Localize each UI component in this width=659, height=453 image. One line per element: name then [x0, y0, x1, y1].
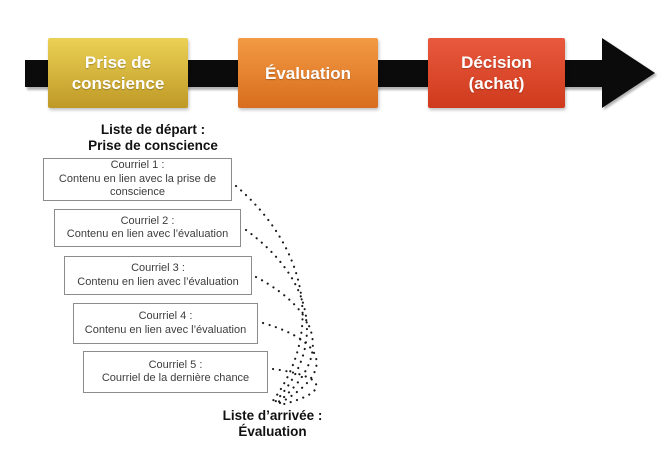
email-description: Contenu en lien avec la prise de conscie…	[58, 172, 217, 199]
email-description: Courriel de la dernière chance	[101, 372, 250, 384]
email-title: Courriel 2 :	[120, 214, 175, 227]
source-list-line2: Prise de conscience	[88, 137, 218, 153]
email-box-4: Courriel 4 : Contenu en lien avec l’éval…	[73, 303, 258, 344]
destination-list-heading: Liste d’arrivée : Évaluation	[195, 408, 350, 439]
stage-label: Prise de conscience	[71, 53, 165, 93]
email-description: Contenu en lien avec l’évaluation	[66, 228, 229, 240]
flow-connector-4	[261, 321, 318, 406]
destination-list-line2: Évaluation	[238, 423, 307, 439]
email-title: Courriel 1 :	[110, 159, 165, 172]
stage-decision-achat: Décision (achat)	[428, 38, 565, 108]
email-description: Contenu en lien avec l’évaluation	[84, 323, 247, 336]
destination-list-line1: Liste d’arrivée :	[222, 408, 323, 423]
email-box-3: Courriel 3 : Contenu en lien avec l’éval…	[64, 256, 252, 295]
email-title: Courriel 4 :	[138, 310, 193, 322]
source-list-line1: Liste de départ :	[100, 122, 206, 137]
stage-evaluation: Évaluation	[238, 38, 378, 108]
funnel-arrow-head-icon	[602, 38, 655, 108]
stage-prise-de-conscience: Prise de conscience	[48, 38, 188, 108]
stage-label: Décision (achat)	[461, 53, 532, 93]
email-title: Courriel 3 :	[131, 262, 185, 274]
email-box-5: Courriel 5 : Courriel de la dernière cha…	[83, 351, 268, 393]
email-description: Contenu en lien avec l’évaluation	[77, 275, 239, 288]
email-box-2: Courriel 2 : Contenu en lien avec l’éval…	[54, 209, 241, 247]
stage-label: Évaluation	[265, 63, 351, 83]
email-title: Courriel 5 :	[148, 358, 203, 371]
source-list-heading: Liste de départ : Prise de conscience	[58, 122, 248, 153]
email-box-1: Courriel 1 : Contenu en lien avec la pri…	[43, 158, 232, 201]
flow-connector-5	[271, 367, 318, 407]
